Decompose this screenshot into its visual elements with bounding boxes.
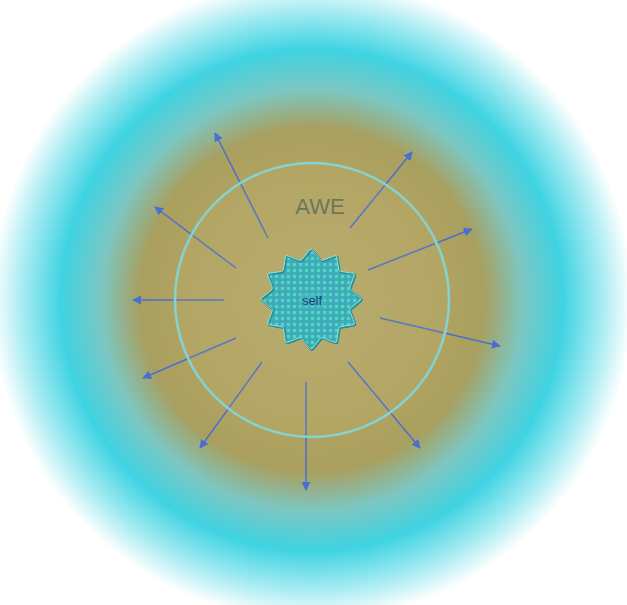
- star-bevel: [261, 249, 361, 349]
- self-star: self: [257, 245, 367, 355]
- circle-label: AWE: [174, 194, 466, 220]
- radiating-arrows: [133, 133, 500, 490]
- awe-circle: AWE self: [174, 162, 466, 438]
- star-shape: [262, 250, 362, 350]
- star-label: self: [300, 293, 324, 308]
